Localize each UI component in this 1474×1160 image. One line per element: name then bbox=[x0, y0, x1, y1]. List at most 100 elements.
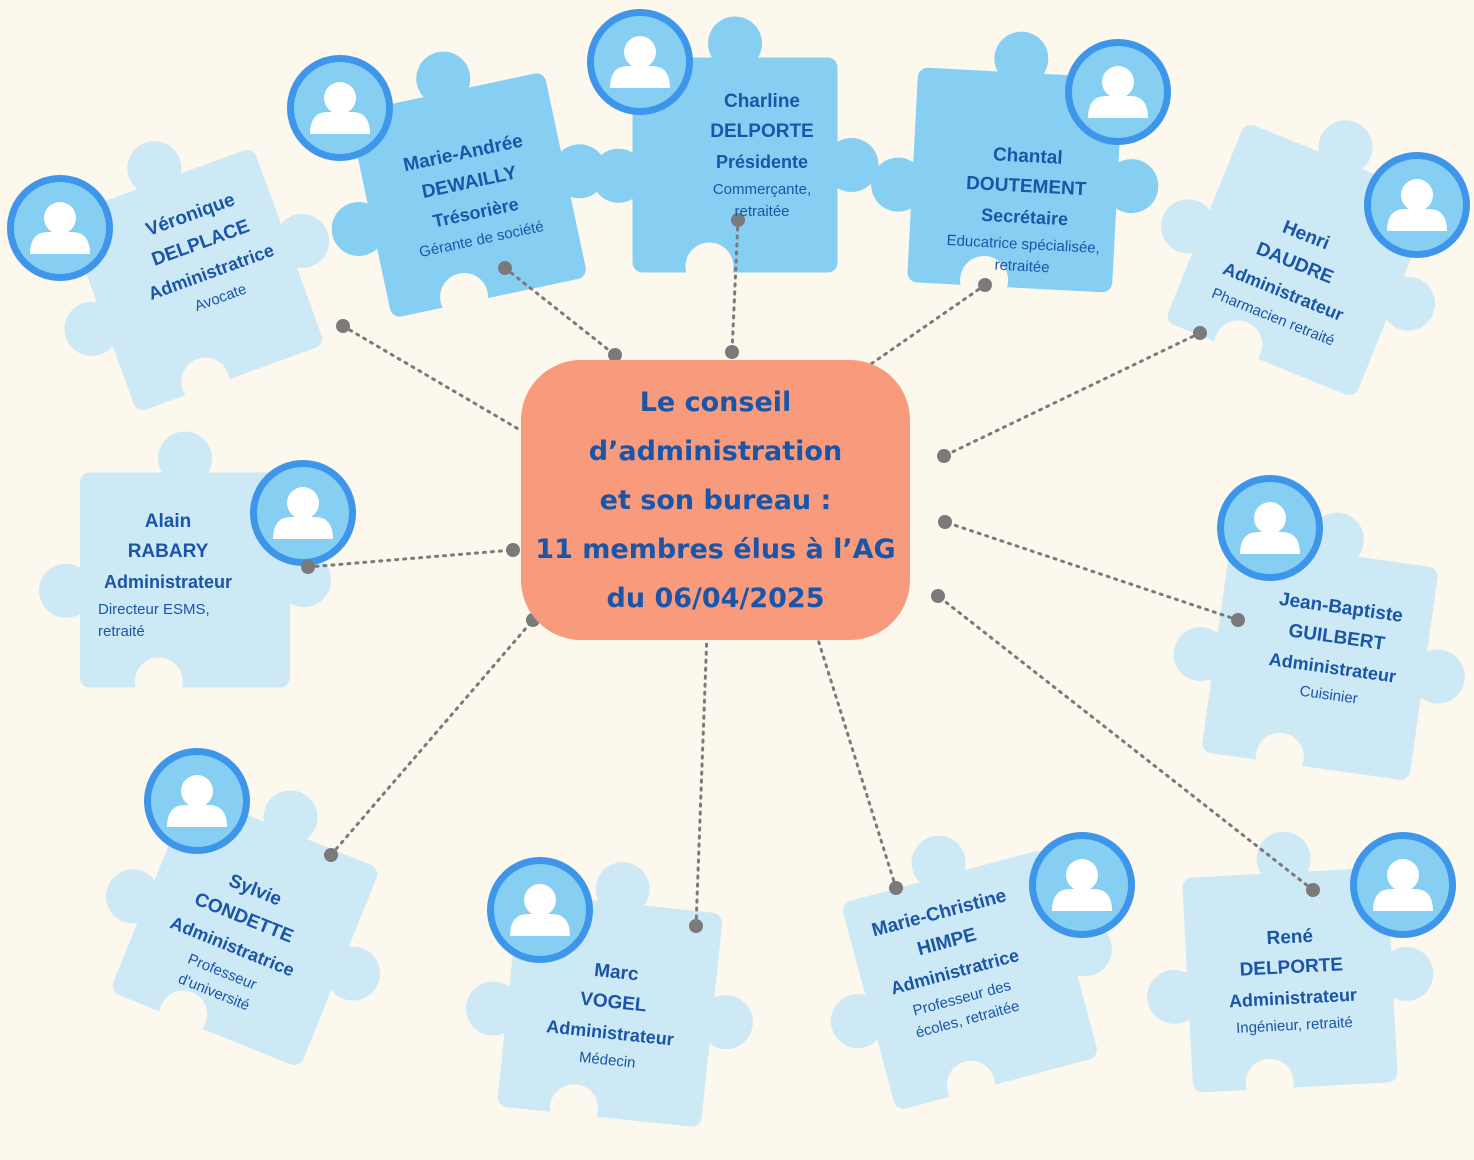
avatar-marie-christine-himpe bbox=[1029, 832, 1135, 938]
puzzle-tab-top bbox=[127, 141, 182, 196]
person-head-icon bbox=[1387, 859, 1419, 891]
connector-dot bbox=[689, 919, 703, 933]
person-head-icon bbox=[1401, 179, 1433, 211]
connector-line-marie-christine-himpe bbox=[814, 631, 898, 890]
puzzle-tab-left bbox=[1147, 969, 1202, 1024]
person-shoulders-icon bbox=[510, 914, 570, 936]
puzzle-body bbox=[80, 472, 290, 688]
puzzle-tab-right bbox=[1410, 649, 1465, 704]
puzzle-tab-left bbox=[871, 157, 926, 212]
connector-dot bbox=[889, 881, 903, 895]
connector-dot bbox=[608, 348, 622, 362]
avatar-charline-delporte bbox=[587, 9, 693, 115]
connector-dot bbox=[1306, 883, 1320, 897]
puzzle-notch-bottom bbox=[549, 1084, 598, 1133]
puzzle-tab-left bbox=[1173, 627, 1228, 682]
puzzle-notch-bottom bbox=[181, 357, 230, 406]
connector-line-jean-baptiste-guilbert bbox=[943, 520, 1240, 622]
connector-line-rene-delporte bbox=[936, 594, 1315, 892]
puzzle-body bbox=[1182, 867, 1398, 1093]
person-shoulders-icon bbox=[1387, 209, 1447, 231]
connector-line-henri-daudre bbox=[942, 331, 1202, 458]
connector-line-marie-andree-dewailly bbox=[503, 266, 617, 357]
puzzle-tab-top bbox=[708, 16, 762, 71]
member-job: Directeur ESMS, retraité bbox=[98, 601, 210, 640]
avatar-alain-rabary bbox=[250, 460, 356, 566]
puzzle-piece-rene-delporte bbox=[1147, 831, 1434, 1107]
puzzle-piece-alain-rabary bbox=[39, 431, 331, 706]
puzzle-tab-right bbox=[824, 138, 879, 192]
person-shoulders-icon bbox=[273, 517, 333, 539]
puzzle-piece-sylvie-condette bbox=[105, 790, 381, 1066]
puzzle-notch-bottom bbox=[440, 273, 489, 322]
connector-line-alain-rabary bbox=[306, 548, 515, 569]
connector-line-chantal-doutement bbox=[856, 283, 987, 375]
person-head-icon bbox=[524, 884, 556, 916]
person-head-icon bbox=[624, 36, 656, 68]
person-shoulders-icon bbox=[610, 66, 670, 88]
connector-dot bbox=[1193, 326, 1207, 340]
puzzle-body bbox=[632, 57, 838, 273]
avatar-marie-andree-dewailly bbox=[287, 55, 393, 161]
central-title-box: Le conseil d’administration et son burea… bbox=[521, 360, 910, 640]
puzzle-tab-left bbox=[105, 869, 160, 924]
connector-dot bbox=[931, 589, 945, 603]
puzzle-tab-left bbox=[830, 994, 885, 1049]
puzzle-tab-top bbox=[416, 51, 471, 106]
puzzle-piece-veronique-delplace bbox=[64, 141, 330, 411]
puzzle-tab-left bbox=[466, 981, 521, 1036]
person-shoulders-icon bbox=[167, 805, 227, 827]
puzzle-body bbox=[907, 67, 1123, 293]
connector-dot bbox=[938, 515, 952, 529]
puzzle-tab-top bbox=[158, 431, 212, 486]
connector-dot bbox=[725, 345, 739, 359]
member-last-name: DELPORTE bbox=[710, 121, 814, 142]
avatar-veronique-delplace bbox=[7, 175, 113, 281]
puzzle-notch-bottom bbox=[1255, 732, 1304, 781]
puzzle-tab-top bbox=[1309, 512, 1364, 567]
person-shoulders-icon bbox=[1240, 532, 1300, 554]
title-line-5: du 06/04/2025 bbox=[606, 582, 825, 614]
person-head-icon bbox=[287, 487, 319, 519]
puzzle-body bbox=[67, 149, 323, 411]
person-shoulders-icon bbox=[30, 232, 90, 254]
connector-line-sylvie-condette bbox=[329, 618, 535, 857]
title-line-2: d’administration bbox=[588, 435, 843, 467]
avatar-rene-delporte bbox=[1350, 832, 1456, 938]
person-shoulders-icon bbox=[310, 112, 370, 134]
person-head-icon bbox=[324, 82, 356, 114]
puzzle-tab-left bbox=[331, 201, 386, 256]
puzzle-piece-jean-baptiste-guilbert bbox=[1173, 512, 1465, 781]
connector-dot bbox=[937, 449, 951, 463]
person-shoulders-icon bbox=[1373, 889, 1433, 911]
puzzle-piece-charline-delporte bbox=[591, 16, 879, 291]
person-shoulders-icon bbox=[1088, 96, 1148, 118]
puzzle-tab-left bbox=[591, 148, 646, 203]
puzzle-tab-top bbox=[1318, 120, 1373, 175]
person-head-icon bbox=[44, 202, 76, 234]
avatar-chantal-doutement bbox=[1065, 39, 1171, 145]
title-line-1: Le conseil bbox=[639, 386, 792, 418]
connector-dot bbox=[324, 848, 338, 862]
connector-line-charline-delporte bbox=[730, 218, 740, 354]
avatar-henri-daudre bbox=[1364, 152, 1470, 258]
person-head-icon bbox=[1066, 859, 1098, 891]
puzzle-body bbox=[843, 851, 1097, 1109]
person-head-icon bbox=[181, 775, 213, 807]
puzzle-piece-marie-andree-dewailly bbox=[331, 51, 607, 322]
puzzle-tab-right bbox=[275, 214, 330, 269]
puzzle-body bbox=[1202, 540, 1438, 780]
puzzle-piece-chantal-doutement bbox=[871, 31, 1159, 305]
person-head-icon bbox=[1102, 66, 1134, 98]
puzzle-tab-right bbox=[1381, 276, 1436, 331]
puzzle-tab-top bbox=[1256, 831, 1311, 886]
puzzle-tab-right bbox=[326, 946, 381, 1001]
member-first-name: Alain bbox=[144, 511, 192, 532]
title-line-4: 11 membres élus à l’AG bbox=[535, 533, 896, 565]
member-first-name: Charline bbox=[723, 91, 801, 112]
connector-line-marc-vogel bbox=[694, 631, 709, 928]
puzzle-tab-top bbox=[595, 862, 650, 917]
connector-dot bbox=[978, 278, 992, 292]
